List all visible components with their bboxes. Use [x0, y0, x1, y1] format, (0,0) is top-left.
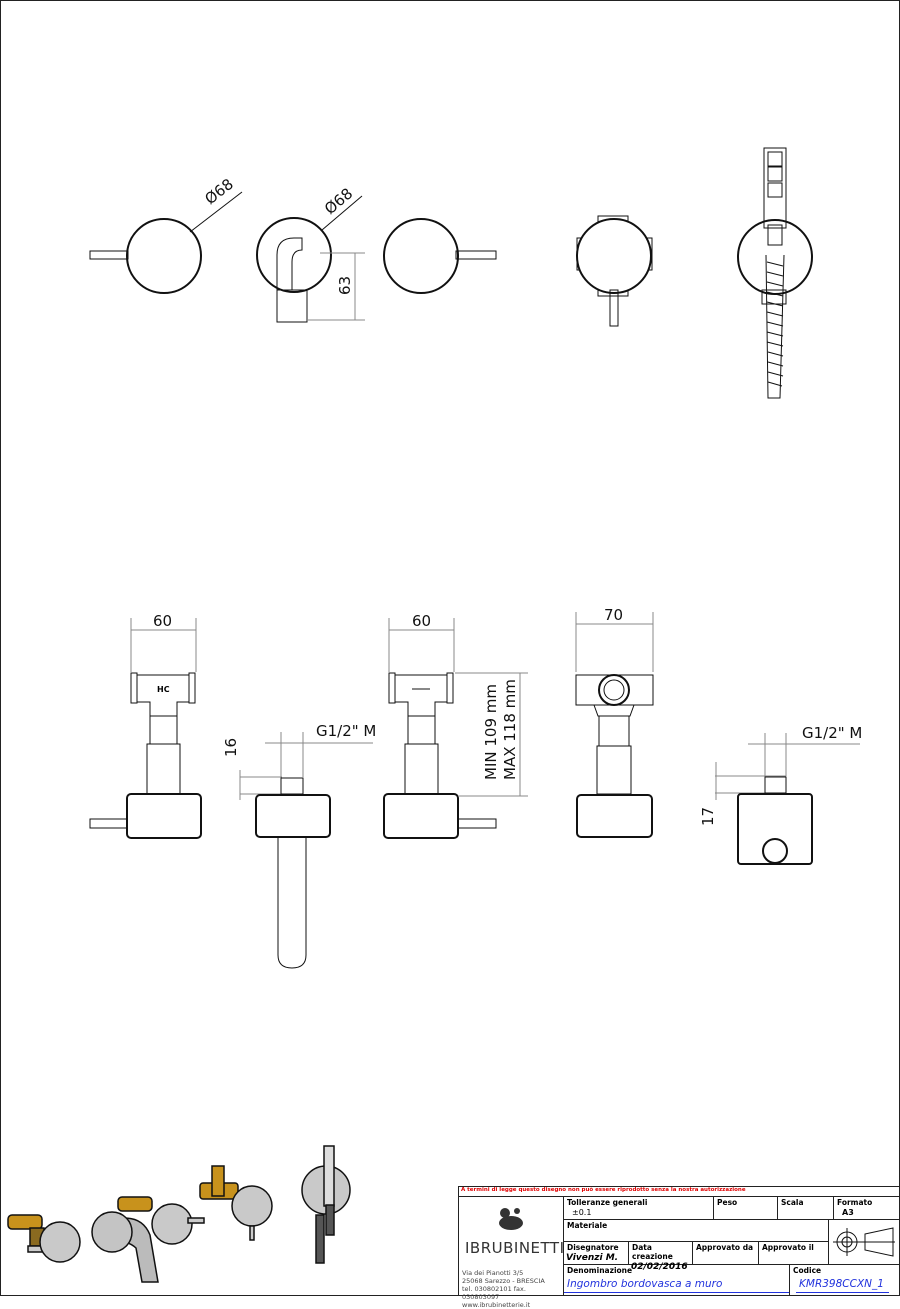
top-view-shower-holder — [737, 147, 813, 399]
width-label: 60 — [153, 612, 172, 630]
scala-cell: Scala — [778, 1197, 834, 1220]
formato-value: A3 — [842, 1208, 854, 1217]
side-view-diverter: 70 — [575, 606, 654, 838]
spout-height-label: 63 — [336, 276, 354, 295]
max-depth-label: MAX 118 mm — [501, 679, 519, 780]
first-angle-projection-icon — [833, 1227, 895, 1257]
disegnatore-value: Vivenzi M. — [566, 1253, 619, 1263]
denominazione-value: Ingombro bordovasca a muro — [564, 1276, 789, 1293]
peso-label: Peso — [717, 1198, 738, 1207]
approvato-il-label: Approvato il — [762, 1243, 814, 1252]
min-depth-label: MIN 109 mm — [482, 684, 500, 780]
thread-label: G1/2" M — [316, 722, 376, 740]
thread-length-label: 17 — [699, 807, 717, 826]
website-text: www.ibrubinetterie.it — [462, 1301, 531, 1309]
tolleranze-label: Tolleranze generali — [567, 1198, 648, 1207]
side-view-spout: 16 G1/2" M — [222, 722, 376, 969]
approvato-il-cell: Approvato il — [759, 1242, 829, 1265]
materiale-cell: Materiale — [564, 1220, 829, 1242]
company-block: IBRUBINETTI Via dei Pianotti 3/5 25068 S… — [459, 1197, 565, 1309]
projection-symbol-cell — [829, 1220, 899, 1265]
approvato-da-label: Approvato da — [696, 1243, 754, 1252]
top-view-diverter — [576, 215, 653, 327]
scala-label: Scala — [781, 1198, 804, 1207]
data-creazione-value: 02/02/2016 — [631, 1262, 688, 1272]
peso-cell: Peso — [714, 1197, 778, 1220]
address-line: 25068 Sarezzo - BRESCIA — [462, 1277, 545, 1285]
top-view-spout: Ø68 63 — [256, 184, 365, 323]
width-label: 70 — [604, 606, 623, 624]
product-3d-renders — [7, 1145, 351, 1283]
side-view-left-valve: 60 HC — [89, 612, 202, 839]
company-logo-text: IBRUBINETTI — [465, 1239, 565, 1257]
side-view-right-valve: 60 MIN 109 mm MAX 118 mm — [383, 612, 528, 839]
codice-label: Codice — [793, 1266, 822, 1275]
thread-length-label: 16 — [222, 738, 240, 757]
diameter-label: Ø68 — [321, 184, 356, 218]
tolleranze-cell: Tolleranze generali±0.1 — [564, 1197, 714, 1220]
copyright-notice: A termini di legge questo disegno non pu… — [459, 1187, 899, 1197]
disegnatore-label: Disegnatore — [567, 1243, 619, 1252]
address-line: tel. 030802101 fax. 030803097 — [462, 1285, 526, 1301]
top-view-right-valve — [383, 218, 497, 294]
address-line: Via dei Pianotti 3/5 — [462, 1269, 524, 1277]
thread-label: G1/2" M — [802, 724, 862, 742]
codice-value: KMR398CCXN_1 — [796, 1276, 889, 1293]
approvato-da-cell: Approvato da — [693, 1242, 759, 1265]
hot-cold-marking: HC — [157, 685, 170, 694]
materiale-label: Materiale — [567, 1221, 608, 1230]
formato-label: Formato — [837, 1198, 873, 1207]
width-label: 60 — [412, 612, 431, 630]
company-logo-icon — [499, 1208, 523, 1230]
data-creazione-label: Data creazione — [632, 1243, 673, 1261]
side-view-shower-holder: 17 G1/2" M — [699, 724, 862, 865]
title-block: A termini di legge questo disegno non pu… — [458, 1186, 900, 1309]
denominazione-label: Denominazione — [567, 1266, 633, 1275]
top-view-left-valve: Ø68 — [89, 175, 243, 294]
tolleranze-value: ±0.1 — [572, 1208, 592, 1217]
diameter-label: Ø68 — [201, 175, 236, 208]
